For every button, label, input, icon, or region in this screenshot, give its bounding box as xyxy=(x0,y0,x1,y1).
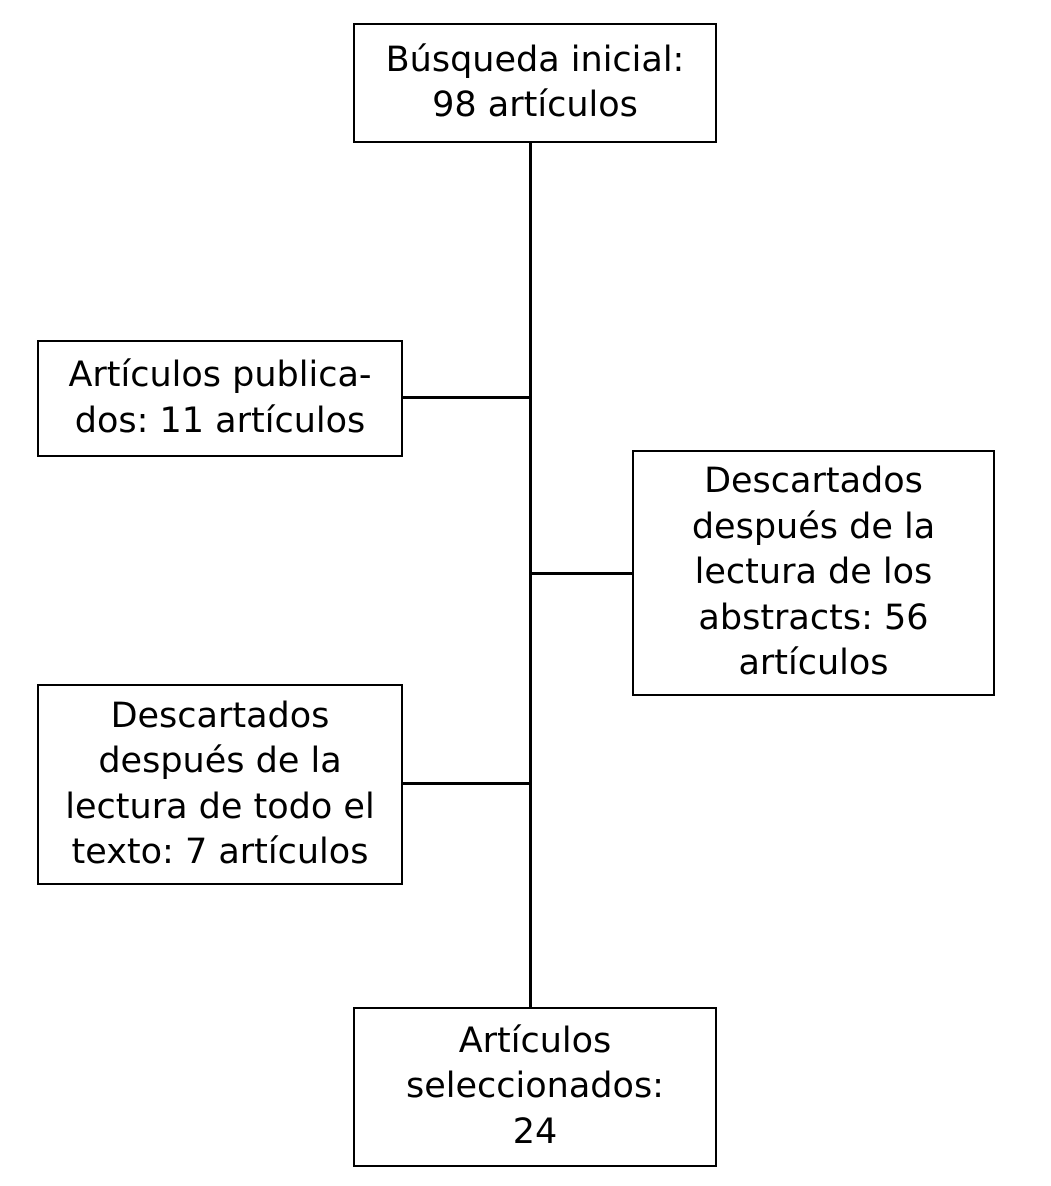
connector-to-discarded-abstracts-box xyxy=(529,572,634,575)
flow-box-selected: Artículos seleccionados: 24 xyxy=(353,1007,717,1167)
flow-box-published-label: Artículos publica- dos: 11 artículos xyxy=(68,355,372,441)
flow-box-selected-label: Artículos seleccionados: 24 xyxy=(406,1020,664,1152)
flow-box-published: Artículos publica- dos: 11 artículos xyxy=(37,340,403,457)
connector-vertical-spine xyxy=(529,143,532,1009)
flow-box-discarded-abstracts-label: Descartados después de la lectura de los… xyxy=(691,461,936,684)
flow-box-initial-search-label: Búsqueda inicial: 98 artículos xyxy=(385,39,685,126)
connector-to-discarded-full-text-box xyxy=(403,782,532,785)
flow-box-discarded-full-text-label: Descartados después de la lectura de tod… xyxy=(65,695,375,873)
flow-box-discarded-full-text: Descartados después de la lectura de tod… xyxy=(37,684,403,885)
connector-to-published-box xyxy=(403,396,532,399)
flow-box-discarded-abstracts: Descartados después de la lectura de los… xyxy=(632,450,995,696)
flow-box-initial-search: Búsqueda inicial: 98 artículos xyxy=(353,23,717,143)
